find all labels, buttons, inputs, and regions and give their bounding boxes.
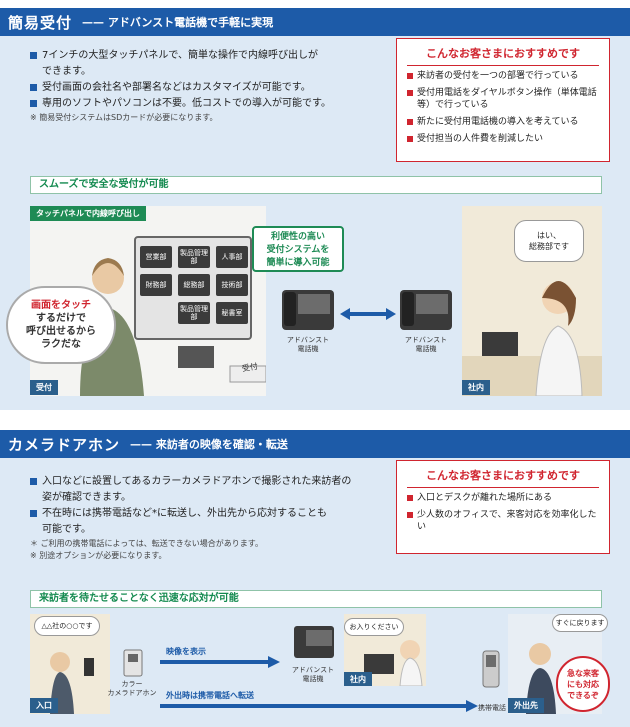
dept-button[interactable]: 技術部 xyxy=(216,274,248,296)
arrow-label-display: 映像を表示 xyxy=(166,647,206,656)
outside-tag: 外出先 xyxy=(508,698,544,713)
recommend-box: こんなお客さまにおすすめです 入口とデスクが離れた場所にある 少人数のオフィスで… xyxy=(396,460,610,554)
dept-button[interactable]: 人事部 xyxy=(216,246,248,268)
recommend-box: こんなお客さまにおすすめです 来訪者の受付を一つの部署で行っている 受付用電話を… xyxy=(396,38,610,162)
section2-subheading: 来訪者を待たせることなく迅速な応対が可能 xyxy=(30,590,602,608)
note: ※ 別途オプションが必要になります。 xyxy=(30,551,167,560)
dept-button[interactable]: 営業部 xyxy=(140,246,172,268)
visitor-illustration xyxy=(50,652,94,714)
bullet: 専用のソフトやパソコンは不要。低コストでの導入が可能です。 xyxy=(30,96,390,112)
section1-bullets: 7インチの大型タッチパネルで、簡単な操作で内線呼び出しができます。 受付画面の会… xyxy=(30,48,390,124)
dept-button[interactable]: 総務部 xyxy=(178,274,210,296)
bidirectional-arrow-icon xyxy=(340,308,396,320)
section1-subtitle: —— アドバンスト電話機で手軽に実現 xyxy=(82,16,274,29)
recommend-item: 受付担当の人件費を削減したい xyxy=(407,133,599,145)
reception-tag: 受付 xyxy=(30,380,58,395)
dept-button[interactable]: 秘書室 xyxy=(216,302,248,324)
recommend-item: 来訪者の受付を一つの部署で行っている xyxy=(407,70,599,82)
recommend-heading: こんなお客さまにおすすめです xyxy=(397,39,609,65)
recommend-item: 受付用電話をダイヤルボタン操作（単体電話等）で行っている xyxy=(407,87,599,111)
office-tag: 社内 xyxy=(344,672,372,686)
doorphone-label: カラーカメラドアホン xyxy=(107,680,157,697)
arrow-right-icon xyxy=(160,656,280,668)
recommend-heading: こんなお客さまにおすすめです xyxy=(397,461,609,487)
recommend-item: 入口とデスクが離れた場所にある xyxy=(407,492,599,504)
phone-label: アドバンスト電話機 xyxy=(404,336,448,353)
note: ＊ ご利用の携帯電話によっては、転送できない場合があります。 xyxy=(30,539,263,548)
mobile-label: 携帯電話 xyxy=(478,704,506,712)
thought-bubble: 画面をタッチ するだけで 呼び出せるから ラクだな xyxy=(6,286,116,364)
desk-phone-icon xyxy=(400,290,452,330)
doorphone-icon xyxy=(123,649,143,677)
recommend-item: 少人数のオフィスで、来客対応を効率化したい xyxy=(407,509,599,533)
dept-button[interactable]: 財務部 xyxy=(140,274,172,296)
bullet: 入口などに設置してあるカラーカメラドアホンで撮影された来訪者の姿が確認できます。 xyxy=(30,474,394,506)
visitor-bubble: △△社の○○です xyxy=(34,616,100,636)
touch-panel-screen: 営業部 製品管理部 人事部 財務部 総務部 技術部 製品管理部 秘書室 xyxy=(134,236,252,340)
bullet: 7インチの大型タッチパネルで、簡単な操作で内線呼び出しができます。 xyxy=(30,48,390,80)
mobile-phone-icon xyxy=(482,650,500,688)
section2-title: カメラドアホン xyxy=(8,435,121,454)
bullet: 受付画面の会社名や部署名などはカスタマイズが可能です。 xyxy=(30,80,390,96)
dept-button[interactable]: 製品管理部 xyxy=(178,246,210,268)
note: ※ 簡易受付システムはSDカードが必要になります。 xyxy=(30,113,218,122)
section2-bullets: 入口などに設置してあるカラーカメラドアホンで撮影された来訪者の姿が確認できます。… xyxy=(30,474,394,562)
phone-label: アドバンスト電話機 xyxy=(286,336,330,353)
desk-phone-icon xyxy=(294,626,334,658)
phone-label: アドバンスト電話機 xyxy=(291,666,335,683)
arrow-right-icon xyxy=(160,700,478,712)
urgent-bubble: 急な来客にも対応できるぞ xyxy=(556,656,610,712)
out-bubble: すぐに戻ります xyxy=(552,614,608,632)
touch-tag: タッチパネルで内線呼び出し xyxy=(30,206,146,221)
office-tag: 社内 xyxy=(462,380,490,395)
section1-header: 簡易受付 —— アドバンスト電話機で手軽に実現 xyxy=(0,8,630,36)
benefit-box: 利便性の高い受付システムを簡単に導入可能 xyxy=(252,226,344,272)
bullet: 不在時には携帯電話など*に転送し、外出先から応対することも可能です。 xyxy=(30,506,394,538)
office-bubble: お入りください xyxy=(344,618,404,636)
entrance-tag: 入口 xyxy=(30,698,58,713)
reply-bubble: はい、総務部です xyxy=(514,220,584,262)
section2-subtitle: —— 来訪者の映像を確認・転送 xyxy=(130,438,288,451)
reception-scene: タッチパネルで内線呼び出し 営業部 製品管理部 人事部 財務部 総務部 技術部 … xyxy=(30,206,266,396)
section1-subheading: スムーズで安全な受付が可能 xyxy=(30,176,602,194)
recommend-item: 新たに受付用電話機の導入を考えている xyxy=(407,116,599,128)
section1-title: 簡易受付 xyxy=(8,13,73,32)
dept-button[interactable]: 製品管理部 xyxy=(178,302,210,324)
section2-header: カメラドアホン —— 来訪者の映像を確認・転送 xyxy=(0,430,630,458)
office-worker-illustration xyxy=(364,640,423,686)
desk-phone-icon xyxy=(282,290,334,330)
arrow-label-forward: 外出時は携帯電話へ転送 xyxy=(166,691,254,700)
